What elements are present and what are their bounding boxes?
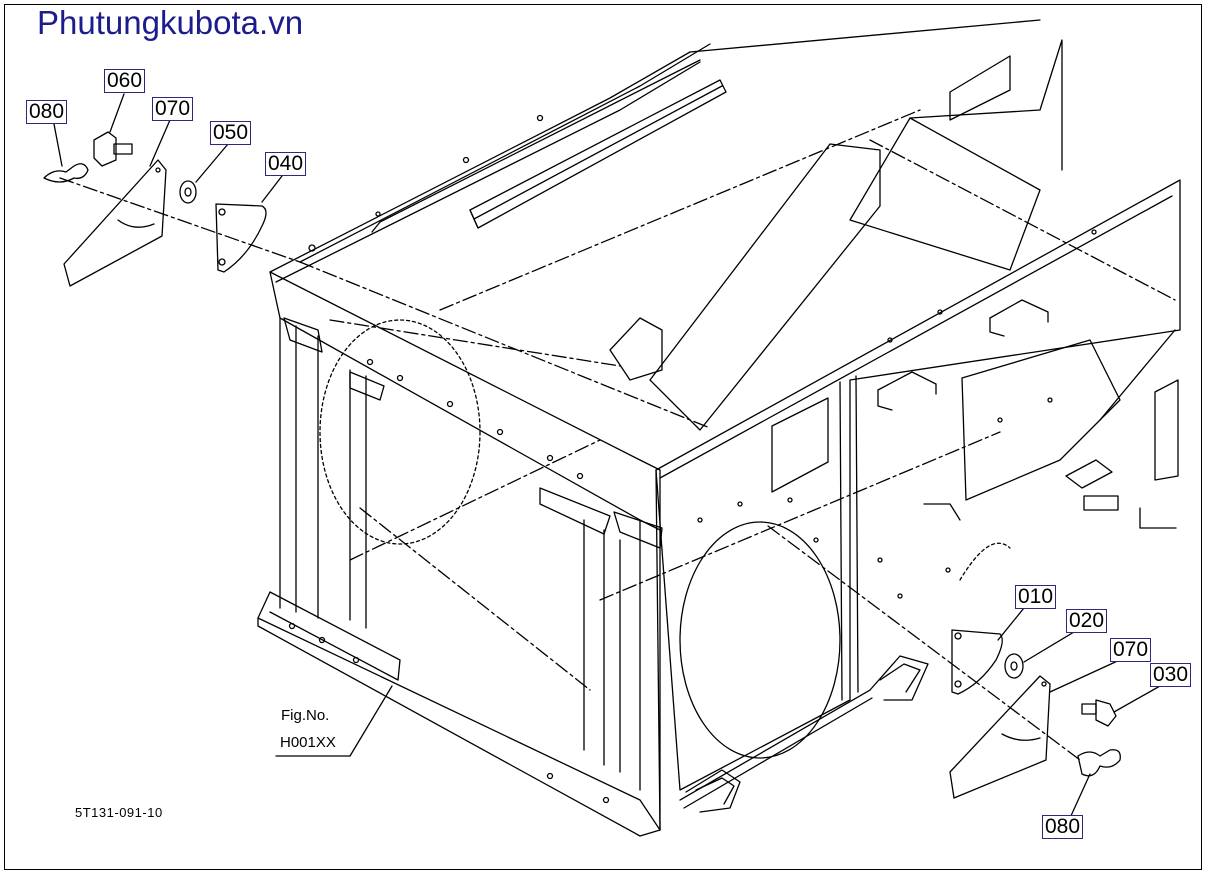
upper-channel [469,79,727,229]
part-label-080-bottom: 080 [1042,815,1084,839]
top-rail [269,19,1041,283]
inner-panels [609,39,1179,501]
part-label-080-top: 080 [26,100,68,124]
part-label-060: 060 [104,69,146,93]
right-side-panel [655,179,1181,831]
part-label-010: 010 [1015,585,1057,609]
drawing-code: 5T131-091-10 [75,805,163,820]
part-label-070-bottom: 070 [1110,638,1152,662]
brand-watermark: Phutungkubota.vn [37,4,304,41]
lower-right-part-group [949,607,1161,819]
part-label-020: 020 [1066,609,1108,633]
part-label-030: 030 [1150,663,1192,687]
figure-number-value: H001XX [280,734,336,751]
figure-number-caption: Fig.No. [281,707,330,724]
part-label-070-top: 070 [152,97,194,121]
bottom-base-channel [257,591,661,837]
right-brackets [877,299,1177,529]
drawing-frame [4,4,1202,870]
part-label-040: 040 [265,152,307,176]
fan-outline [319,319,1011,581]
part-label-050: 050 [210,121,252,145]
figure-reference-leader [275,685,393,757]
center-lines [59,109,1176,761]
lifting-handles [679,655,929,813]
upper-left-part-group [43,93,283,287]
